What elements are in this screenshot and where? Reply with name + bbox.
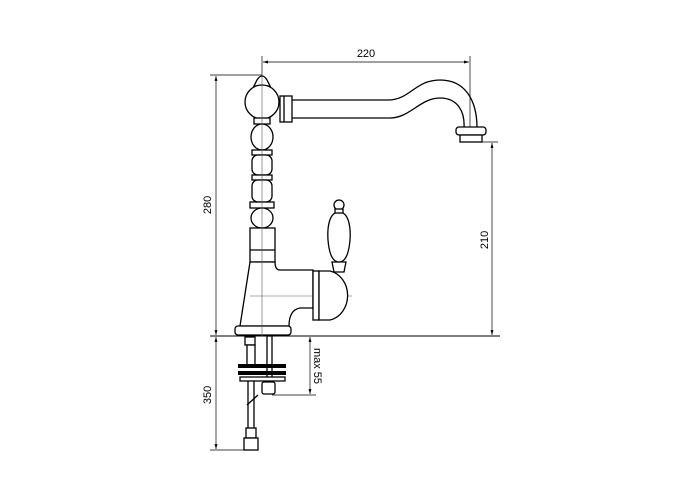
- dimension-label-210: 210: [479, 231, 491, 249]
- dimension-max-thickness: max 55: [308, 337, 323, 394]
- dimension-label-max-55: max 55: [311, 348, 323, 384]
- faucet-column: [234, 60, 352, 336]
- dimension-total-height: 280: [202, 74, 262, 335]
- spout: [279, 79, 487, 143]
- lever-handle: [312, 199, 351, 321]
- dimension-label-350: 350: [202, 386, 214, 404]
- dimension-label-220: 220: [357, 48, 375, 60]
- dimension-hose-length: 350: [202, 337, 258, 451]
- mounting-hardware: [238, 335, 316, 451]
- dimension-outlet-height: 210: [470, 141, 498, 335]
- dimension-label-280: 280: [202, 196, 214, 214]
